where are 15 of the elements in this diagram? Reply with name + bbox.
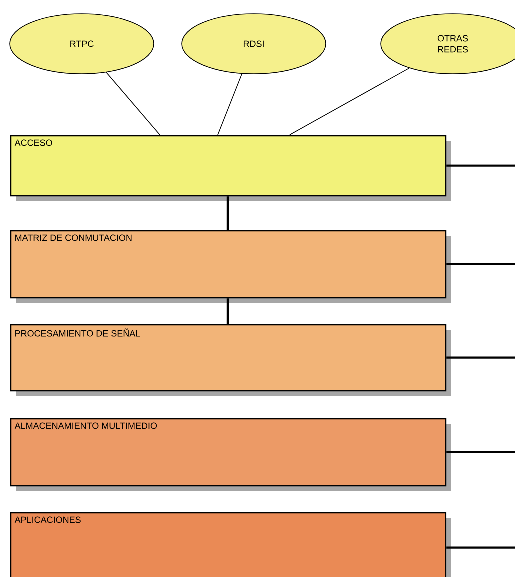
layer-box: APLICACIONES — [10, 512, 451, 577]
connector-line — [218, 74, 243, 136]
connector-line — [446, 263, 515, 266]
layer-box: MATRIZ DE CONMUTACION — [10, 230, 451, 303]
layer-box: ACCESO — [10, 135, 451, 201]
connector-line — [290, 68, 410, 136]
connector-line — [446, 356, 515, 359]
connector-line — [446, 546, 515, 549]
connector-line — [106, 72, 160, 136]
layer-box: ALMACENAMIENTO MULTIMEDIO — [10, 418, 451, 491]
connector-line — [446, 164, 515, 167]
connector-line — [226, 196, 230, 230]
layer-box: PROCESAMIENTO DE SEÑAL — [10, 324, 451, 396]
connector-line — [226, 298, 230, 324]
connector-line — [446, 451, 515, 454]
